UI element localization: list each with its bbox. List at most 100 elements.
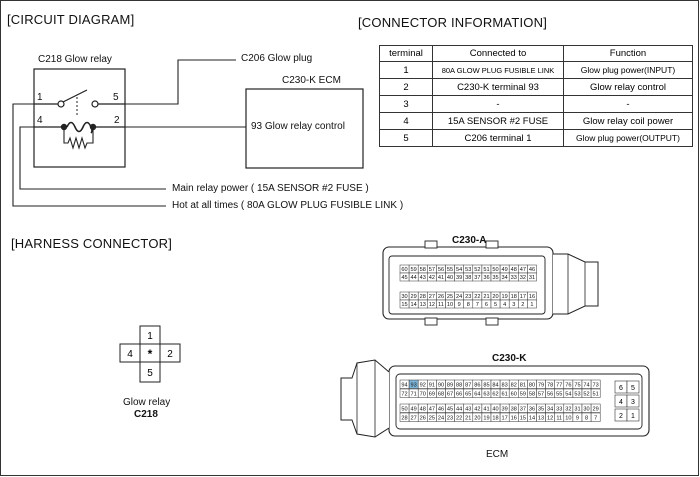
svg-text:58: 58: [529, 392, 535, 398]
svg-text:1: 1: [530, 302, 533, 308]
c230a-pin-15: 15: [399, 299, 410, 309]
c230k-pin-73: 73: [590, 379, 601, 389]
svg-text:3: 3: [512, 302, 515, 308]
svg-text:81: 81: [520, 383, 526, 389]
svg-text:22: 22: [456, 416, 462, 422]
c230k-pin-89: 89: [445, 379, 455, 389]
svg-text:23: 23: [465, 294, 471, 300]
c230a-pin-1: 1: [527, 299, 537, 309]
table-cell: Glow plug power(INPUT): [563, 61, 693, 79]
svg-text:67: 67: [447, 392, 453, 398]
svg-text:18: 18: [511, 294, 517, 300]
c230a-pin-54: 54: [454, 264, 464, 274]
c230a-pin-30: 30: [399, 291, 410, 301]
table-header: Function: [563, 45, 693, 62]
svg-text:26: 26: [438, 294, 444, 300]
table-cell: 5: [379, 129, 433, 147]
c230k-pin-13: 13: [536, 412, 546, 422]
ecm-label: C230-K ECM: [282, 75, 341, 86]
table-cell: 3: [379, 95, 433, 113]
c230k-pin-79: 79: [536, 379, 546, 389]
connector-info-heading: [CONNECTOR INFORMATION]: [358, 15, 548, 30]
c230a-pin-45: 45: [399, 272, 410, 282]
c230k-pin-80: 80: [527, 379, 537, 389]
svg-text:50: 50: [492, 267, 498, 273]
c230a-latch: [424, 317, 438, 326]
c218-pin-4: 4: [127, 349, 133, 360]
svg-text:77: 77: [556, 383, 562, 389]
c230k-pin-21: 21: [463, 412, 474, 422]
table-cell: 4: [379, 112, 433, 130]
svg-text:35: 35: [492, 275, 498, 281]
svg-text:39: 39: [502, 407, 508, 413]
c230k-pin-51: 51: [590, 388, 601, 398]
table-cell: 15A SENSOR #2 FUSE: [432, 112, 564, 130]
c230k-pin-50: 50: [399, 403, 410, 413]
table-header: Connected to: [432, 45, 564, 62]
svg-text:6: 6: [619, 385, 623, 392]
svg-text:66: 66: [456, 392, 462, 398]
svg-text:30: 30: [583, 407, 589, 413]
c230k-pin-28: 28: [399, 412, 410, 422]
c230k-pin-35: 35: [536, 403, 546, 413]
svg-text:73: 73: [593, 383, 599, 389]
c230k-pin-20: 20: [472, 412, 483, 422]
c230k-side-pin-3: 3: [626, 394, 640, 408]
c230a-pin-14: 14: [408, 299, 419, 309]
svg-text:47: 47: [520, 267, 526, 273]
svg-text:47: 47: [429, 407, 435, 413]
c230k-pin-30: 30: [581, 403, 592, 413]
c230a-pin-47: 47: [518, 264, 528, 274]
svg-text:52: 52: [474, 267, 480, 273]
c230k-pin-70: 70: [417, 388, 428, 398]
c230a-pin-25: 25: [445, 291, 455, 301]
svg-text:26: 26: [420, 416, 426, 422]
c230a-pin-49: 49: [499, 264, 510, 274]
c230k-pin-22: 22: [454, 412, 464, 422]
c230k-pin-94: 94: [399, 379, 410, 389]
c230a-pin-13: 13: [417, 299, 428, 309]
c230a-pin-36: 36: [481, 272, 492, 282]
svg-text:90: 90: [438, 383, 444, 389]
svg-text:93: 93: [411, 383, 417, 389]
svg-text:31: 31: [574, 407, 580, 413]
svg-text:37: 37: [474, 275, 480, 281]
svg-text:64: 64: [474, 392, 480, 398]
svg-text:48: 48: [420, 407, 426, 413]
svg-text:12: 12: [547, 416, 553, 422]
c230k-pin-55: 55: [554, 388, 565, 398]
svg-text:60: 60: [401, 267, 407, 273]
c230k-pin-17: 17: [499, 412, 510, 422]
wire-glow-plug: [125, 59, 236, 105]
c230k-pin-39: 39: [499, 403, 510, 413]
c230a-pin-32: 32: [518, 272, 528, 282]
svg-text:59: 59: [520, 392, 526, 398]
svg-text:54: 54: [565, 392, 571, 398]
c230k-pin-29: 29: [590, 403, 601, 413]
svg-text:48: 48: [511, 267, 517, 273]
svg-text:82: 82: [511, 383, 517, 389]
svg-text:37: 37: [520, 407, 526, 413]
c230k-pin-23: 23: [445, 412, 455, 422]
c230a-pin-37: 37: [472, 272, 483, 282]
c230k-pin-58: 58: [527, 388, 537, 398]
svg-text:63: 63: [483, 392, 489, 398]
table-row: 1 80A GLOW PLUG FUSIBLE LINK Glow plug p…: [379, 61, 693, 79]
c230k-pin-68: 68: [436, 388, 446, 398]
c230a-pin-42: 42: [427, 272, 437, 282]
c230a-pin-23: 23: [463, 291, 474, 301]
svg-text:28: 28: [401, 416, 407, 422]
c230k-pin-60: 60: [508, 388, 519, 398]
c230k-side-pin-6: 6: [614, 380, 628, 394]
svg-text:22: 22: [474, 294, 480, 300]
c230k-pin-42: 42: [472, 403, 483, 413]
c230a-pin-24: 24: [454, 291, 464, 301]
svg-text:19: 19: [483, 416, 489, 422]
c230k-pin-16: 16: [508, 412, 519, 422]
relay-box: [33, 68, 126, 168]
c230k-pin-64: 64: [472, 388, 483, 398]
c230k-pin-56: 56: [545, 388, 555, 398]
svg-text:46: 46: [438, 407, 444, 413]
c230a-pin-21: 21: [481, 291, 492, 301]
